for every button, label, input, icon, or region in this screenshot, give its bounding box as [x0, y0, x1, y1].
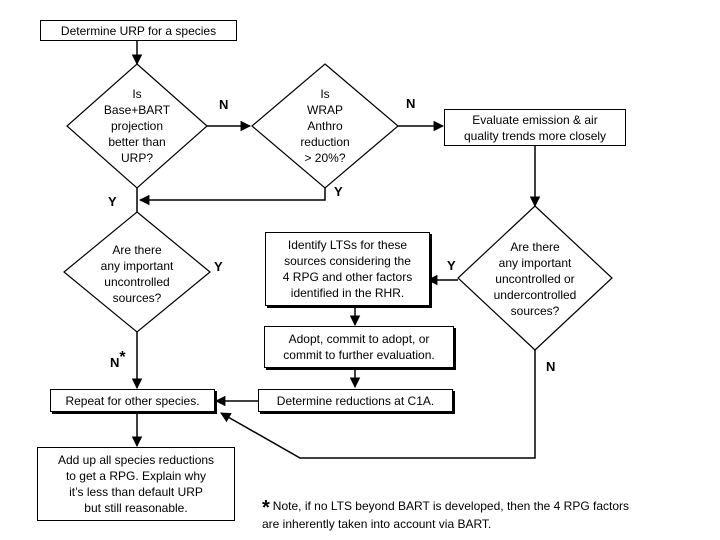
connector-decision4-no [220, 350, 536, 459]
decision-base-bart-text: Is Base+BART projection better than URP? [103, 87, 171, 165]
label-decision4-yes: Y [447, 258, 456, 273]
connector-decision2-yes [138, 186, 326, 206]
determine-reductions-box: Determine reductions at C1A. [258, 389, 453, 412]
identify-ltss-box: Identify LTSs for these sources consider… [265, 232, 430, 306]
decision-base-bart-shape [66, 63, 208, 189]
repeat-species-box: Repeat for other species. [50, 389, 215, 412]
label-decision2-no: N [406, 96, 416, 111]
label-decision1-yes: Y [108, 194, 117, 209]
label-decision3-no: N* [110, 350, 126, 371]
footnote: *Note, if no LTS beyond BART is develope… [262, 482, 712, 532]
footnote-text: Note, if no LTS beyond BART is developed… [262, 499, 629, 531]
decision-important-undercontrolled-shape [457, 205, 613, 351]
determine-urp-box: Determine URP for a species [40, 20, 237, 41]
label-decision2-yes: Y [334, 184, 343, 199]
label-decision3-no-letter: N [110, 355, 120, 370]
evaluate-trends-box: Evaluate emission & air quality trends m… [444, 109, 626, 146]
decision-wrap-anthro-shape [251, 63, 399, 189]
decision-important-uncontrolled-shape [63, 211, 211, 333]
decision-important-uncontrolled-text: Are there any important uncontrolled sou… [100, 243, 174, 305]
label-decision4-no: N [546, 359, 556, 374]
adopt-box: Adopt, commit to adopt, or commit to fur… [264, 326, 454, 368]
label-decision3-no-asterisk: * [119, 349, 126, 366]
decision-wrap-anthro-text: Is WRAP Anthro reduction > 20%? [300, 87, 350, 165]
decision-important-undercontrolled-text: Are there any important uncontrolled or … [493, 240, 577, 318]
add-up-reductions-box: Add up all species reductions to get a R… [37, 447, 235, 521]
label-decision1-no: N [219, 97, 229, 112]
footnote-asterisk: * [262, 497, 270, 519]
label-decision3-yes: Y [214, 259, 223, 274]
